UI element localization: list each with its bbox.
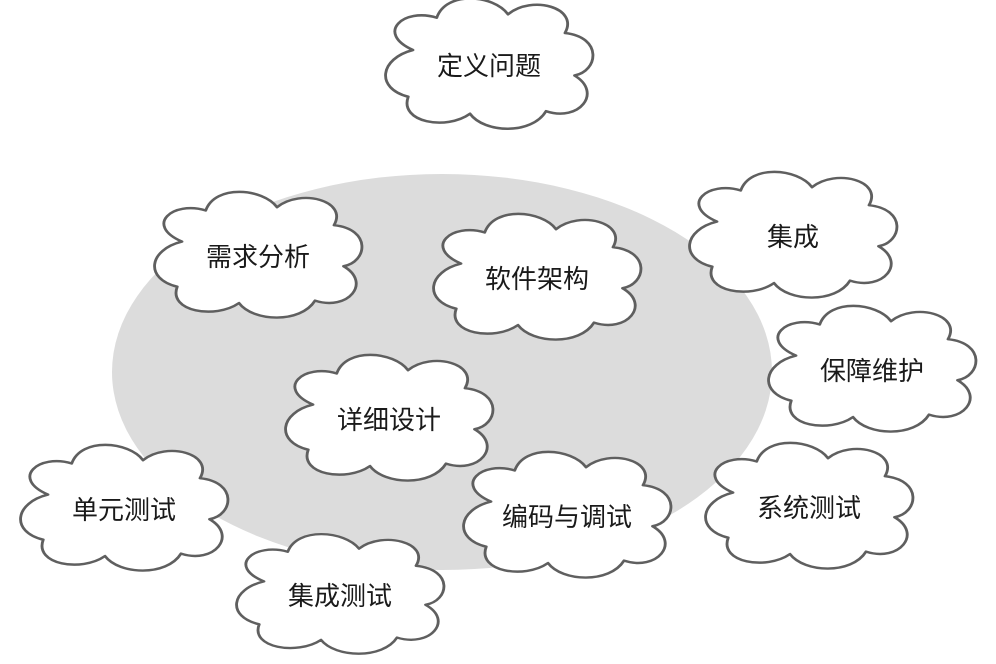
cloud-label-maintenance: 保障维护 — [820, 357, 924, 387]
cloud-label-detailed-design: 详细设计 — [337, 406, 441, 436]
cloud-label-define-problem: 定义问题 — [437, 52, 541, 82]
cloud-label-coding-debugging: 编码与调试 — [502, 503, 632, 533]
cloud-label-requirements-analysis: 需求分析 — [206, 243, 310, 273]
cloud-label-integration: 集成 — [767, 223, 819, 253]
cloud-label-integration-testing: 集成测试 — [288, 582, 392, 612]
cloud-label-system-testing: 系统测试 — [757, 494, 861, 524]
cloud-label-unit-testing: 单元测试 — [72, 496, 176, 526]
cloud-label-software-architecture: 软件架构 — [485, 265, 589, 295]
